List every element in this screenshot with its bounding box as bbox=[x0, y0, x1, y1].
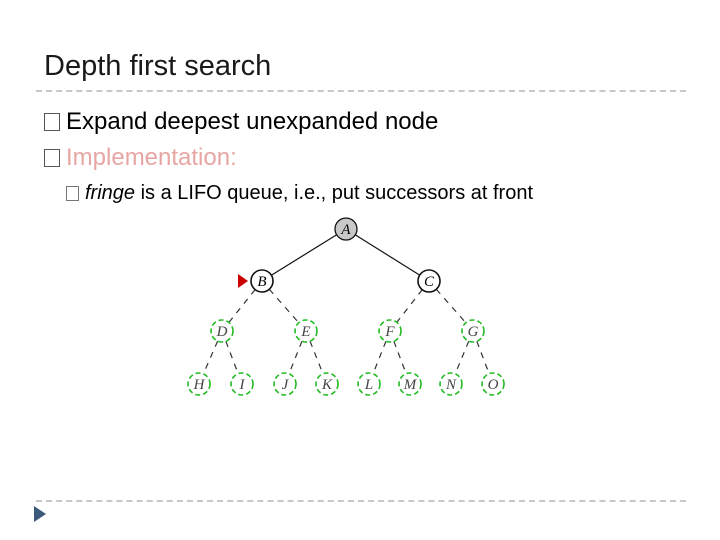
tree-edge-a-c bbox=[355, 234, 420, 276]
tree-node-label: L bbox=[364, 377, 373, 393]
tree-node-g: G bbox=[461, 319, 485, 343]
tree-node-label: M bbox=[403, 377, 418, 393]
tree-node-c: C bbox=[417, 269, 441, 293]
tree-node-label: H bbox=[193, 377, 206, 393]
tree-edge-e-k bbox=[309, 341, 324, 374]
tree-node-j: J bbox=[273, 372, 297, 396]
tree-edge-c-g bbox=[435, 288, 467, 324]
bullet-implementation: Implementation: bbox=[44, 144, 237, 172]
title-divider bbox=[36, 90, 686, 92]
tree-edge-a-b bbox=[271, 234, 337, 276]
bullet-text: Implementation: bbox=[66, 144, 237, 171]
tree-node-label: O bbox=[488, 377, 499, 393]
tree-node-o: O bbox=[481, 372, 505, 396]
tree-node-l: L bbox=[357, 372, 381, 396]
tree-node-label: C bbox=[424, 274, 435, 290]
current-node-marker-icon bbox=[238, 274, 248, 288]
tree-edge-b-e bbox=[268, 288, 300, 324]
fringe-term: fringe bbox=[85, 182, 136, 204]
sub-bullet-fringe: fringe is a LIFO queue, i.e., put succes… bbox=[66, 182, 533, 205]
tree-node-a: A bbox=[334, 217, 358, 241]
tree-node-label: A bbox=[340, 222, 351, 238]
tree-node-h: H bbox=[187, 372, 211, 396]
slide-title: Depth first search bbox=[44, 50, 272, 82]
tree-edge-e-j bbox=[288, 341, 303, 374]
sub-bullet-text: is a LIFO queue, i.e., put successors at… bbox=[135, 182, 533, 204]
tree-edge-d-h bbox=[202, 340, 219, 375]
tree-node-label: K bbox=[321, 377, 333, 393]
tree-node-k: K bbox=[315, 372, 339, 396]
tree-node-i: I bbox=[230, 372, 254, 396]
tree-node-f: F bbox=[378, 319, 402, 343]
tree-edge-g-o bbox=[476, 341, 490, 374]
tree-node-label: J bbox=[282, 377, 290, 393]
tree-node-m: M bbox=[398, 372, 422, 396]
next-slide-arrow-icon[interactable] bbox=[34, 506, 46, 522]
tree-node-d: D bbox=[210, 319, 234, 343]
tree-edge-f-l bbox=[372, 341, 387, 374]
footer-divider bbox=[36, 500, 686, 502]
bullet-text: Expand deepest unexpanded node bbox=[66, 108, 439, 135]
tree-node-label: D bbox=[216, 324, 228, 340]
tree-node-label: E bbox=[300, 324, 310, 340]
tree-edge-b-d bbox=[228, 289, 256, 323]
tree-node-b: B bbox=[250, 269, 274, 293]
tree-edge-c-f bbox=[396, 289, 423, 323]
tree-node-label: N bbox=[445, 377, 457, 393]
tree-edge-f-m bbox=[393, 341, 407, 374]
tree-node-label: F bbox=[384, 324, 395, 340]
tree-edge-g-n bbox=[454, 340, 470, 375]
tree-node-n: N bbox=[439, 372, 463, 396]
tree-node-e: E bbox=[294, 319, 318, 343]
tree-node-label: G bbox=[468, 324, 479, 340]
tree-edge-d-i bbox=[225, 341, 239, 374]
bullet-expand: Expand deepest unexpanded node bbox=[44, 108, 438, 136]
bullet-box-icon bbox=[44, 113, 60, 131]
bullet-box-icon bbox=[66, 186, 79, 201]
bullet-box-icon bbox=[44, 149, 60, 167]
tree-node-label: I bbox=[239, 377, 246, 393]
tree-node-label: B bbox=[257, 274, 266, 290]
